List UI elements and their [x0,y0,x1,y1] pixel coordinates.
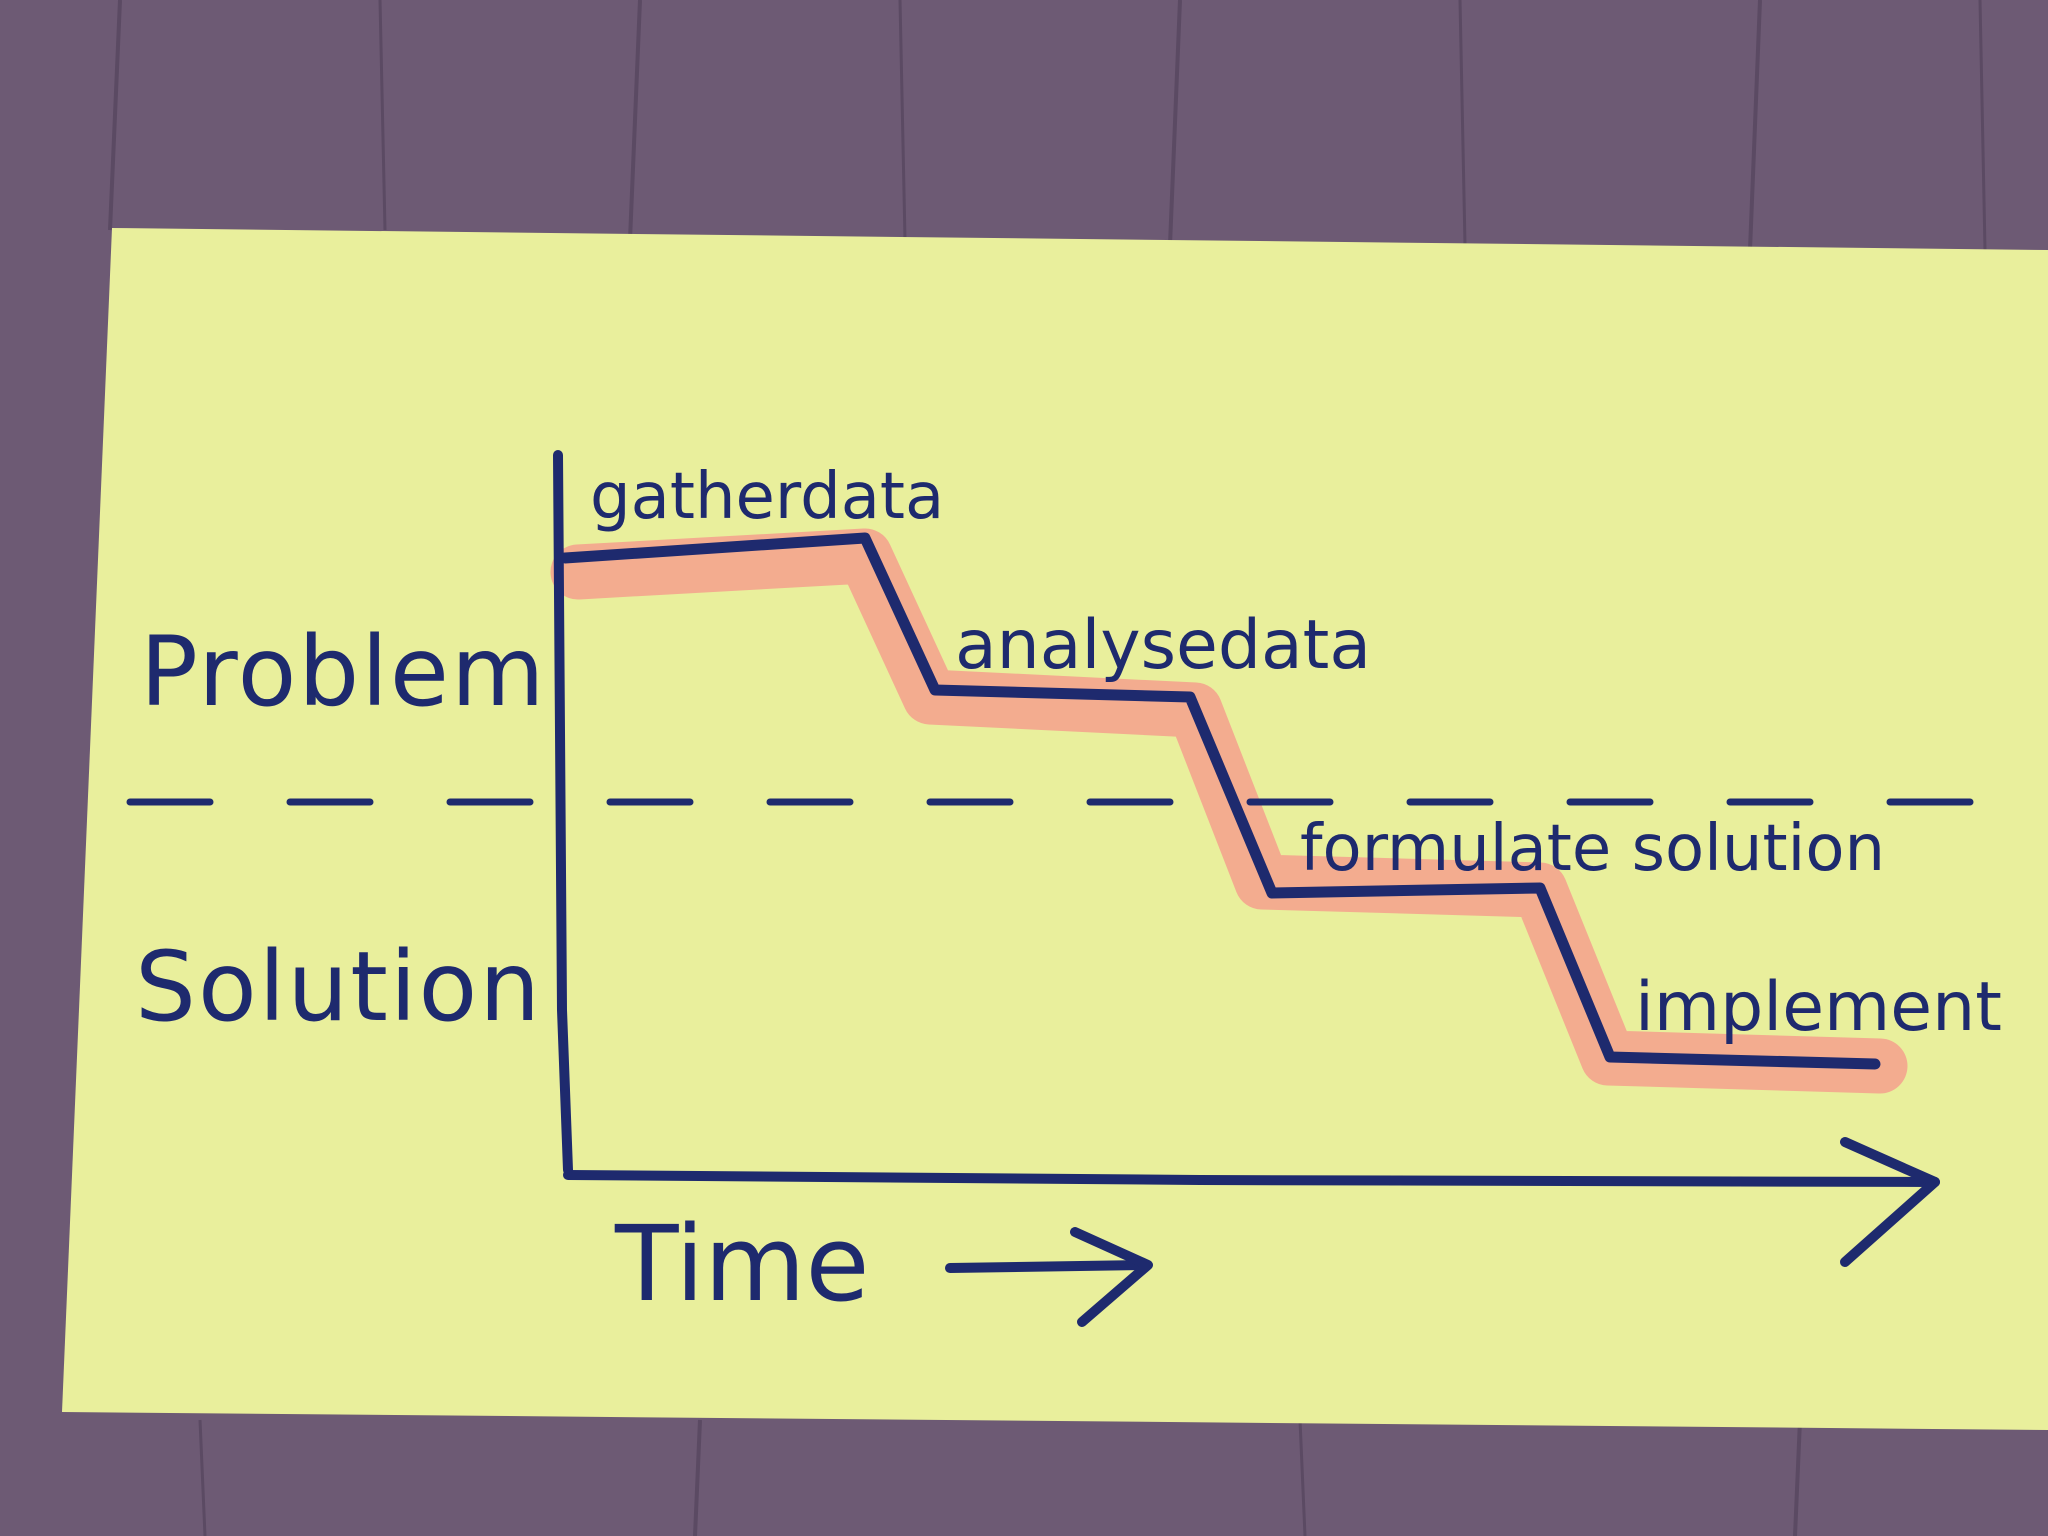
time-label: Time [614,1203,870,1325]
time-arrow-head [1070,1227,1153,1327]
problem-label: Problem [140,616,546,728]
x-axis-arrowhead [1840,1137,1940,1267]
solution-label: Solution [135,931,542,1043]
process-step-line [559,532,1881,1070]
step-label-implement: implement [1635,968,2002,1047]
step-label-analysedata: analysedata [955,606,1371,685]
y-axis [553,450,573,1175]
step-label-gatherdata: gatherdata [590,460,944,534]
step-label-formulate-solution: formulate solution [1300,812,1885,886]
time-arrow-shaft [945,1260,1150,1273]
x-axis [563,1170,1940,1187]
